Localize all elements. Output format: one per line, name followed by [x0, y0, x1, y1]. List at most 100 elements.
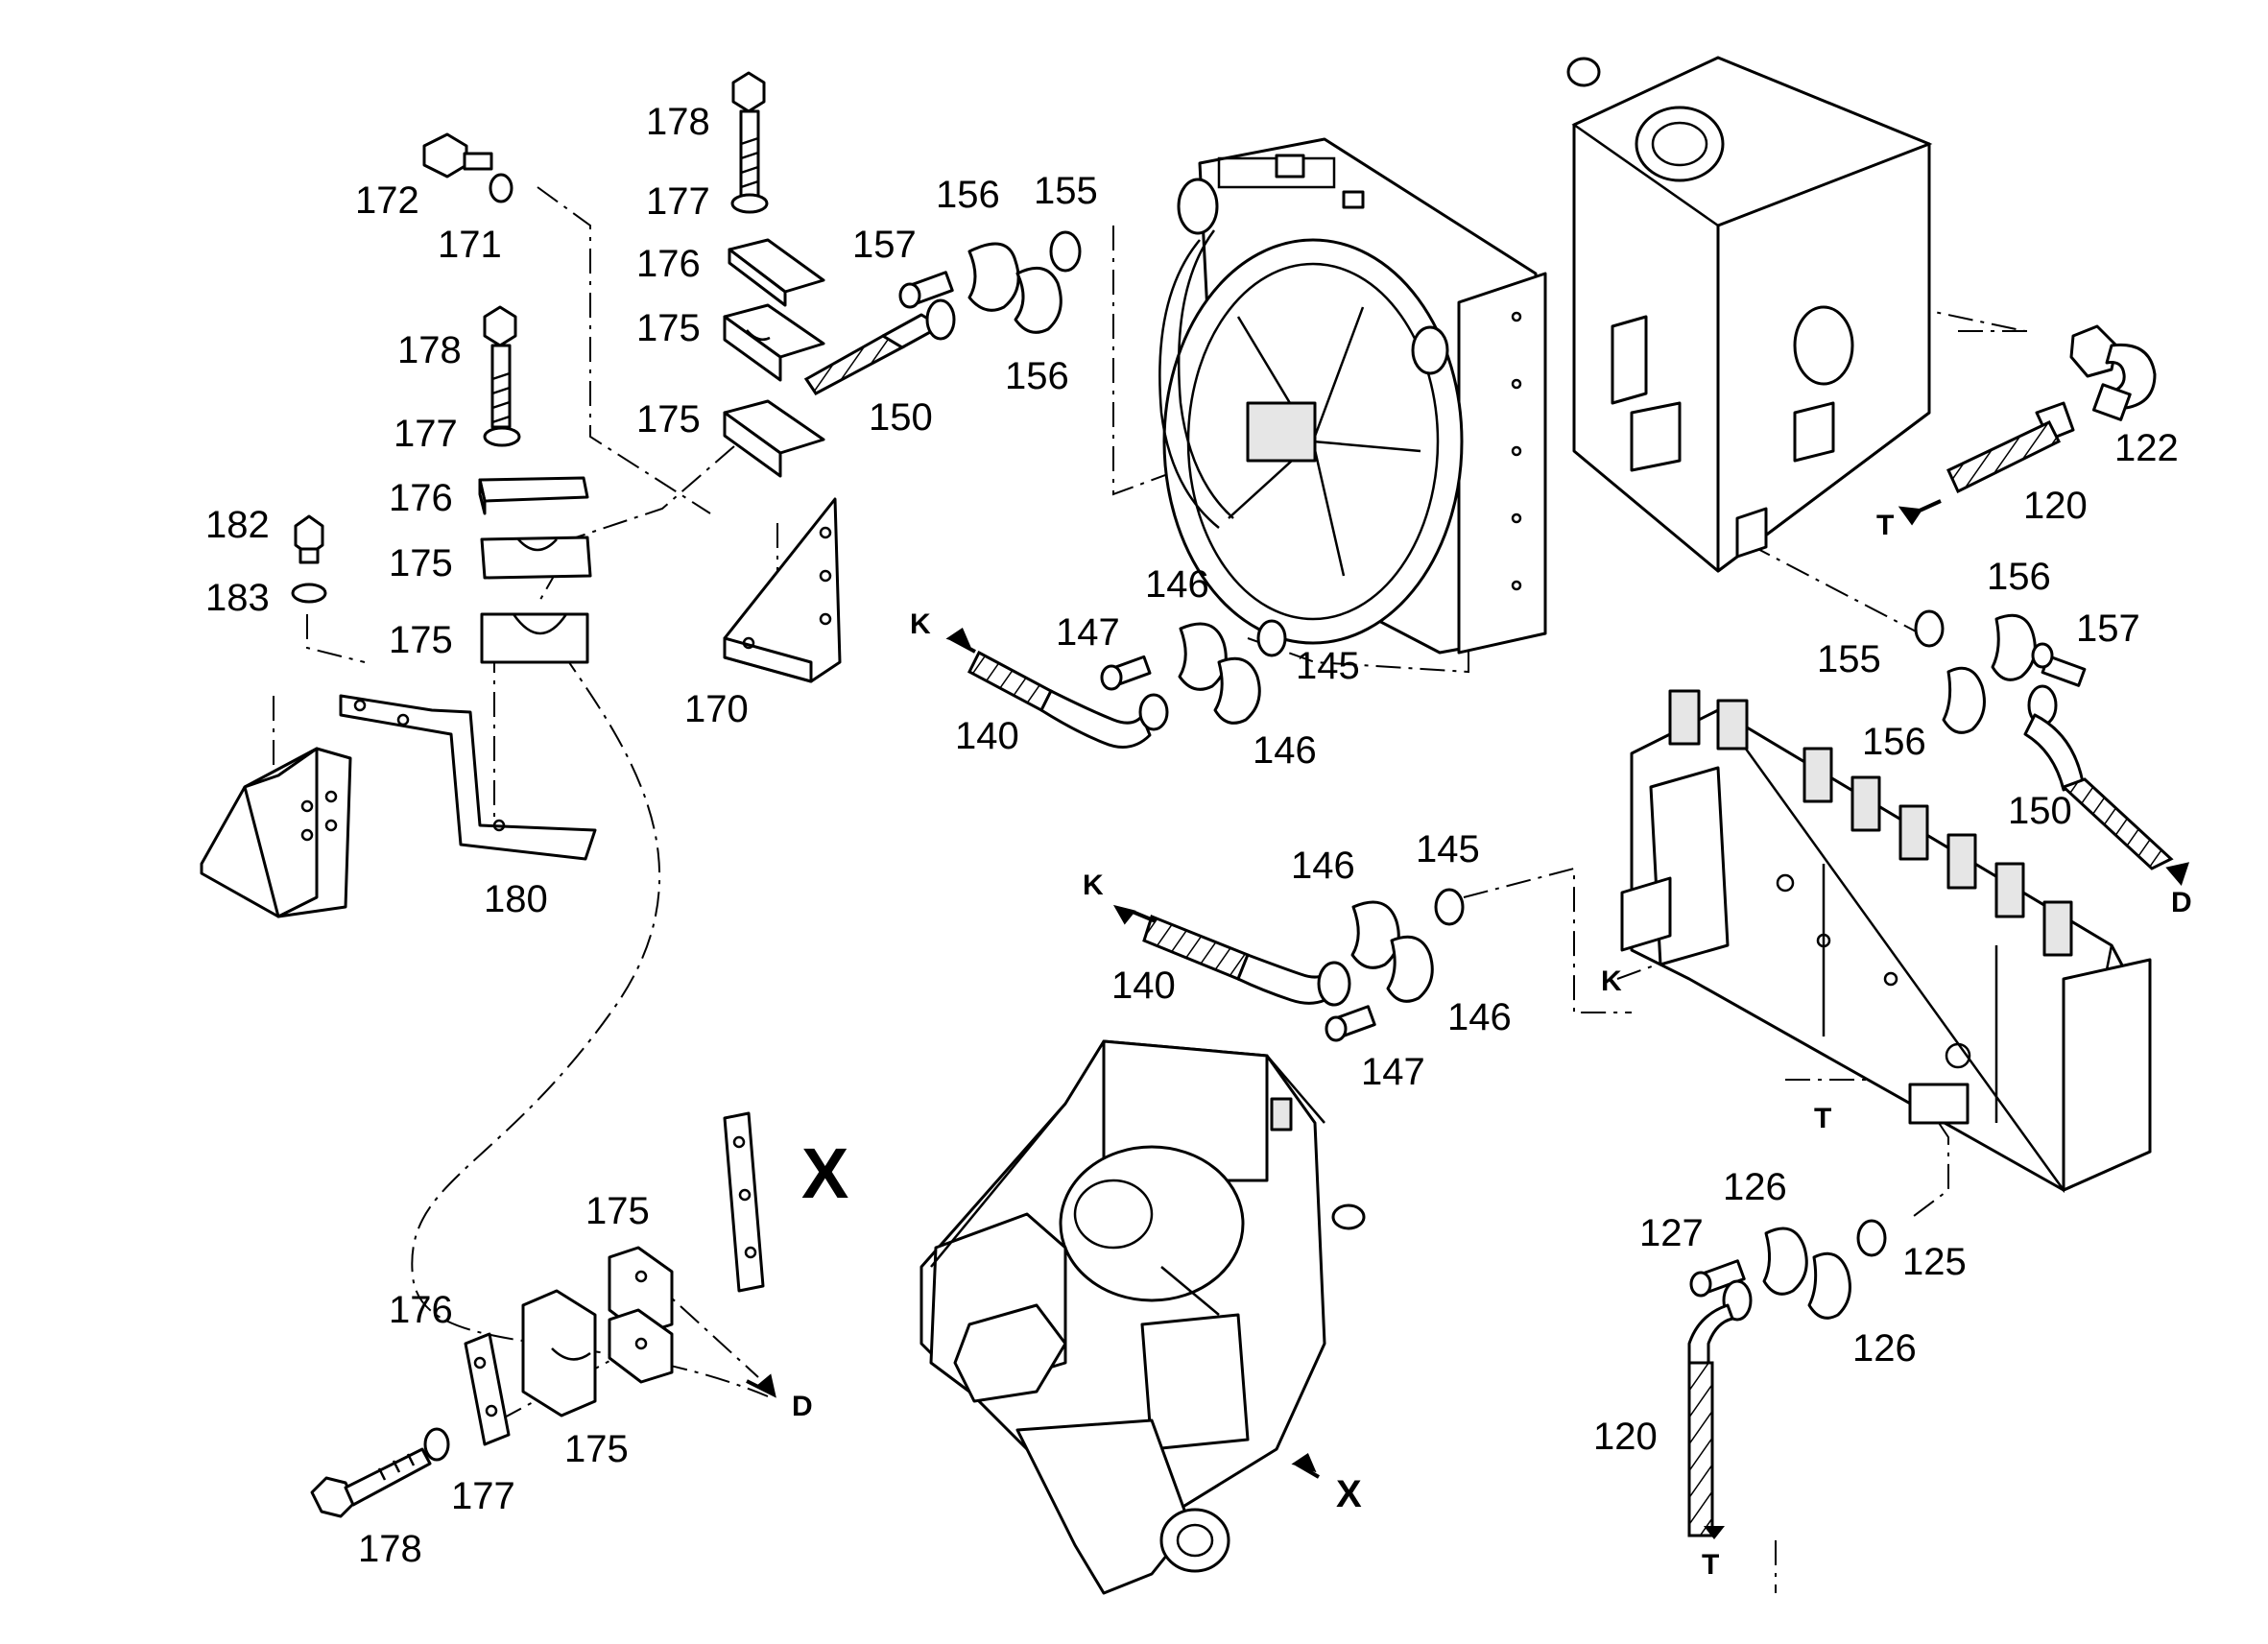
hose-150-upper [803, 298, 956, 395]
bolt-178-top [731, 71, 766, 198]
label-171: 171 [438, 224, 502, 266]
hose-120-top [1946, 401, 2075, 494]
elbow-fitting-122 [2069, 324, 2157, 421]
bolt-178-mid [483, 305, 517, 429]
label-120: 120 [2023, 485, 2088, 527]
pump-transmission-assembly [919, 1039, 1366, 1595]
flag-k: K [1601, 965, 1622, 997]
label-178: 178 [358, 1528, 422, 1570]
label-157: 157 [852, 224, 917, 266]
bolt-147-lower [1325, 1005, 1376, 1042]
label-175: 175 [636, 307, 701, 349]
label-125: 125 [1902, 1241, 1967, 1283]
label-127: 127 [1639, 1212, 1704, 1254]
flange-146-lower-b [1386, 935, 1434, 1003]
label-176: 176 [636, 243, 701, 285]
label-157: 157 [2076, 608, 2140, 650]
oring-125 [1856, 1219, 1887, 1257]
label-170: 170 [684, 688, 749, 730]
flag-t: T [1876, 510, 1894, 541]
bolt-182 [294, 514, 324, 564]
washer-183 [291, 583, 327, 604]
clamp-plate-176-top [728, 238, 825, 307]
label-172: 172 [355, 179, 419, 222]
oring-145-lower [1434, 888, 1465, 926]
label-177: 177 [646, 180, 710, 223]
label-177: 177 [451, 1475, 515, 1517]
label-146: 146 [1253, 729, 1317, 772]
label-156: 156 [1862, 721, 1926, 763]
label-177: 177 [394, 413, 458, 455]
label-183: 183 [205, 577, 270, 619]
label-175: 175 [636, 398, 701, 441]
label-176: 176 [389, 1289, 453, 1331]
part-number-labels: 172 171 178 177 176 175 175 178 177 176 … [205, 101, 2179, 1570]
label-122: 122 [2114, 427, 2179, 469]
clamp-half-176-lower [521, 1289, 597, 1418]
washer-177-mid [483, 426, 521, 447]
label-147: 147 [1361, 1051, 1425, 1093]
oring-145-upper [1256, 619, 1287, 657]
flange-146-upper-a [1178, 622, 1228, 691]
label-156: 156 [1005, 355, 1069, 397]
hose-120-bottom [1687, 1279, 1753, 1537]
label-146: 146 [1447, 996, 1512, 1038]
label-182: 182 [205, 504, 270, 546]
oring-155-right [1914, 609, 1945, 648]
clamp-half-175-top-a [723, 303, 825, 382]
label-150: 150 [2008, 790, 2072, 832]
flag-t: T [1702, 1549, 1719, 1581]
label-145: 145 [1296, 645, 1360, 687]
hydraulic-tank [1566, 56, 1933, 573]
label-146: 146 [1145, 563, 1209, 606]
label-150: 150 [869, 396, 933, 439]
clamp-half-175-mid-b [480, 612, 589, 664]
bracket-plate-x [723, 1111, 765, 1293]
washer-177-lower [423, 1427, 450, 1462]
bolt-127 [1689, 1259, 1746, 1298]
label-178: 178 [397, 329, 462, 371]
oring-155-upper [1049, 230, 1082, 273]
label-175: 175 [564, 1428, 629, 1470]
label-126: 126 [1852, 1327, 1917, 1370]
label-140: 140 [955, 715, 1019, 757]
bolt-172 [422, 132, 493, 179]
washer-171 [489, 173, 513, 203]
flag-x: X [1336, 1473, 1362, 1515]
label-156: 156 [1987, 556, 2051, 598]
flange-126-b [1807, 1251, 1851, 1320]
label-147: 147 [1056, 611, 1120, 654]
hose-150-right [2023, 684, 2174, 870]
flange-156-right-b [1991, 613, 2037, 681]
flow-arrows [746, 499, 2190, 1539]
label-175: 175 [585, 1190, 650, 1232]
flag-t: T [1814, 1103, 1831, 1134]
clamp-half-175-lower-a [608, 1246, 674, 1336]
flag-d: D [2171, 887, 2192, 918]
flange-146-upper-b [1213, 656, 1261, 725]
clamp-plate-176-mid [478, 476, 589, 515]
mounting-block [200, 747, 352, 918]
bolt-157-upper [898, 271, 954, 309]
control-valve-block [1620, 689, 2152, 1194]
hose-140-upper [967, 650, 1169, 749]
bracket-170 [723, 497, 842, 683]
connection-flags: K K K T T T D D X [792, 510, 2192, 1581]
flange-146-lower-a [1350, 900, 1400, 969]
label-180: 180 [484, 878, 548, 920]
flange-156-upper-b [1014, 266, 1062, 334]
label-120: 120 [1593, 1416, 1658, 1458]
flange-156-right-a [1942, 666, 1986, 734]
label-178: 178 [646, 101, 710, 143]
view-marker-x: X [801, 1133, 848, 1213]
label-175: 175 [389, 542, 453, 584]
label-156: 156 [936, 174, 1000, 216]
bracket-180 [339, 694, 597, 861]
label-145: 145 [1416, 828, 1480, 870]
clamp-plate-lower [464, 1332, 511, 1446]
label-176: 176 [389, 477, 453, 519]
label-155: 155 [1817, 638, 1881, 680]
label-155: 155 [1034, 170, 1098, 212]
bolt-157-right [2031, 642, 2087, 687]
